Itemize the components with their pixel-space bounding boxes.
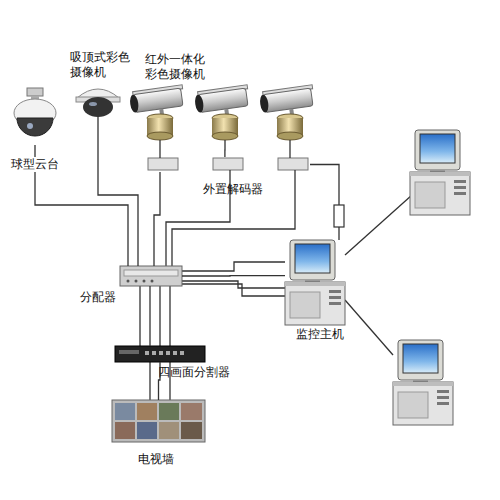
cable-connector (35, 145, 128, 266)
device-label: 电视墙 (138, 452, 188, 467)
cable-connector (310, 165, 339, 241)
cable-connector (182, 275, 285, 276)
cable-connector (98, 116, 138, 266)
device-label: 吸顶式彩色摄像机 (70, 50, 132, 80)
device-node: 外置解码器 (148, 157, 310, 172)
device-node: 监控主机 (285, 240, 345, 325)
cable-connector (159, 362, 161, 400)
device-label: 球型云台 (4, 157, 66, 172)
cable-connector (154, 172, 160, 266)
device-label: 外置解码器 (203, 182, 283, 197)
device-label: 分配器 (80, 290, 122, 305)
device-node: 电视墙 (112, 400, 205, 442)
device-label: 监控主机 (296, 327, 356, 342)
device-node: 分配器 (120, 266, 182, 286)
device-label: 四画面分割器 (158, 365, 248, 380)
cable-connector (150, 286, 151, 346)
line-connector-symbol (334, 205, 344, 227)
device-node: 球型云台 (12, 90, 58, 145)
device-label: 红外一体化彩色摄像机 (145, 52, 207, 82)
cable-connector (224, 140, 225, 157)
device-node: 吸顶式彩色摄像机 (75, 84, 121, 116)
device-node: 红外一体化彩色摄像机 (135, 88, 320, 140)
device-node: 四画面分割器 (115, 346, 205, 362)
